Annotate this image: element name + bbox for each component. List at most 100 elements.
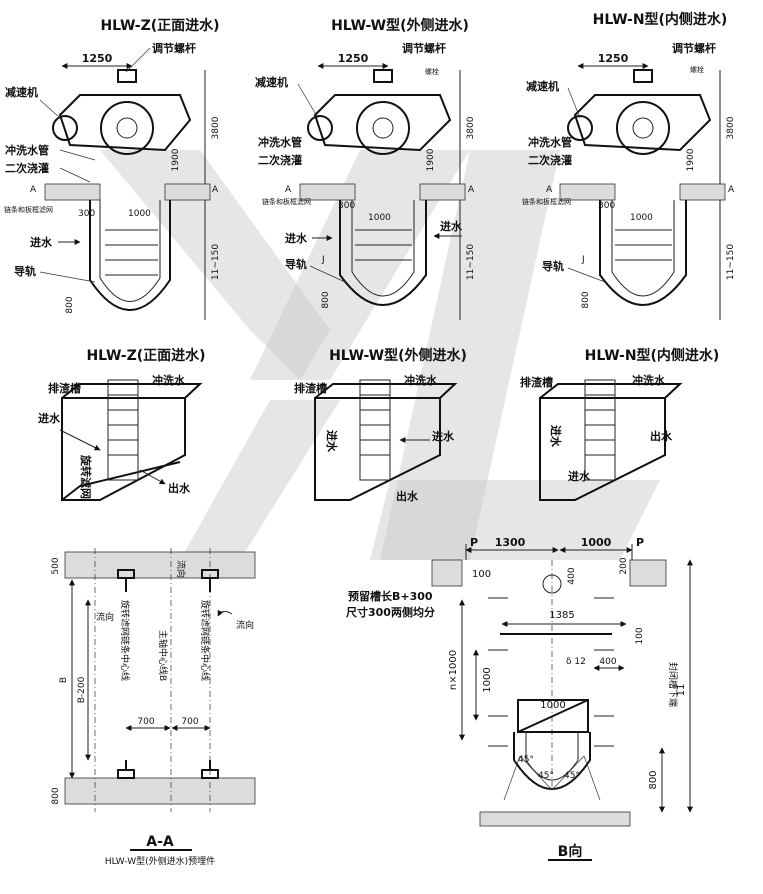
dim-height: 3800 <box>466 116 476 139</box>
flush-pipe-label: 冲洗水管 <box>528 135 572 149</box>
dim-300: 300 <box>338 201 355 211</box>
flush-label: 冲洗水 <box>152 373 186 387</box>
rail-label: 导轨 <box>542 259 564 273</box>
section-a-a: 500 800 B B-200 700 700 流向 流向 流向 旋转滤网链条中… <box>51 548 256 867</box>
dim-1900: 1900 <box>686 148 696 171</box>
chain-label: 链条和板框滤网 <box>4 205 53 214</box>
section-mark-left: A <box>30 185 37 195</box>
rail-label: 导轨 <box>285 257 307 271</box>
dim-b: B <box>59 677 69 683</box>
flow-right: 流向 <box>236 619 254 631</box>
p-right: P <box>636 536 644 549</box>
dim-45-right: 45° <box>564 771 580 781</box>
dim-1385: 1385 <box>549 610 574 621</box>
panel-title: HLW-N型(内侧进水) <box>585 347 720 364</box>
dim-j: J <box>581 255 585 265</box>
flush-pipe-label: 冲洗水管 <box>258 135 302 149</box>
outer-inlet-elevation: HLW-W型(外侧进水) 1250 调节螺杆 螺栓 减速机 冲洗水管 二次浇灌 … <box>255 17 476 320</box>
inlet-right-label: 进水 <box>432 429 455 443</box>
panel-title: HLW-W型(外侧进水) <box>329 347 467 364</box>
dim-n1000: n×1000 <box>448 650 459 690</box>
dim-300: 300 <box>598 201 615 211</box>
dim-400b: 400 <box>599 657 616 667</box>
slag-label: 排渣槽 <box>520 375 553 389</box>
flush-label: 冲洗水 <box>404 373 438 387</box>
dim-11: 11 <box>676 684 687 697</box>
dim-1000-top: 1000 <box>581 536 612 549</box>
main-axis-centerline: 主轴中心线B <box>157 630 169 681</box>
dim-800: 800 <box>581 291 591 308</box>
flow-top: 流向 <box>175 560 187 578</box>
dim-1900: 1900 <box>171 148 181 171</box>
rod-label: 调节螺杆 <box>402 41 446 55</box>
grout-label: 二次浇灌 <box>528 153 572 167</box>
caption: A-A <box>146 834 174 850</box>
dim-800: 800 <box>321 291 331 308</box>
subcaption: HLW-W型(外侧进水)预埋件 <box>105 855 215 867</box>
panel-title: HLW-Z(正面进水) <box>100 17 219 34</box>
panel-title: HLW-N型(内侧进水) <box>593 11 728 28</box>
dim-1000-mid: 1000 <box>482 667 493 692</box>
nut-label: 螺栓 <box>425 67 439 76</box>
inlet-label: 进水 <box>30 235 53 249</box>
dim-top: 1250 <box>598 52 629 65</box>
flow-left: 流向 <box>96 611 114 623</box>
dim-200: 200 <box>619 557 629 574</box>
grout-label: 二次浇灌 <box>5 161 49 175</box>
dim-700-right: 700 <box>181 717 198 727</box>
rail-label: 导轨 <box>14 264 36 278</box>
dim-1000: 1000 <box>128 209 151 219</box>
inner-inlet-isometric: HLW-N型(内侧进水) 排渣槽 冲洗水 出水 进水 进水 <box>520 347 720 501</box>
dim-800: 800 <box>51 787 61 804</box>
dim-1000: 1000 <box>630 213 653 223</box>
reducer-label: 减速机 <box>255 75 288 89</box>
front-inlet-elevation: HLW-Z(正面进水) 1250 调节螺杆 减速机 冲洗水管 二次浇灌 A A … <box>4 17 221 320</box>
view-b: P P 1300 1000 100 400 200 预留槽长B+300 尺寸30… <box>346 536 693 861</box>
dim-j: J <box>321 255 325 265</box>
reducer-label: 减速机 <box>526 79 559 93</box>
note-line-1: 预留槽长B+300 <box>348 589 433 603</box>
dim-700-left: 700 <box>137 717 154 727</box>
nut-label: 螺栓 <box>690 65 704 74</box>
chain-label: 链条和板框滤网 <box>522 197 571 206</box>
dim-100: 100 <box>472 569 491 580</box>
inlet-low-label: 进水 <box>325 430 339 453</box>
watermark <box>100 150 660 560</box>
dim-1300: 1300 <box>495 536 526 549</box>
outlet-right-label: 出水 <box>650 429 673 443</box>
slag-label: 排渣槽 <box>48 381 81 395</box>
anchor-bolt <box>117 569 219 779</box>
dim-b-200: B-200 <box>77 676 87 703</box>
dim-delta: δ 12 <box>566 657 586 667</box>
flush-label: 冲洗水 <box>632 373 666 387</box>
front-inlet-isometric: HLW-Z(正面进水) 排渣槽 冲洗水 进水 旋转滤网 出水 <box>38 347 206 501</box>
dim-top: 1250 <box>82 52 113 65</box>
dim-800: 800 <box>648 770 659 789</box>
chain-centerline-right: 旋转滤网链条中心线 <box>199 600 211 681</box>
dim-1900: 1900 <box>426 148 436 171</box>
dim-1000: 1000 <box>368 213 391 223</box>
dim-500: 500 <box>51 557 61 574</box>
section-mark-right: A <box>468 185 475 195</box>
screen-label: 旋转滤网 <box>79 454 93 499</box>
chain-centerline-left: 旋转滤网链条中心线 <box>119 600 131 681</box>
inlet-left-label: 进水 <box>285 231 308 245</box>
p-left: P <box>470 536 478 549</box>
side-note: 封闭槽下端 <box>667 662 679 707</box>
section-mark-right: A <box>212 185 219 195</box>
outlet-label: 出水 <box>168 481 191 495</box>
dim-1000-box: 1000 <box>540 700 565 711</box>
dim-45-left: 45° <box>518 755 534 765</box>
rod-label: 调节螺杆 <box>672 41 716 55</box>
flush-pipe-label: 冲洗水管 <box>5 143 49 157</box>
caption: B向 <box>558 843 583 860</box>
panel-title: HLW-W型(外侧进水) <box>331 17 469 34</box>
dim-depth: 11~150 <box>466 244 476 280</box>
panel-title: HLW-Z(正面进水) <box>86 347 205 364</box>
grout-label: 二次浇灌 <box>258 153 302 167</box>
inner-inlet-elevation: HLW-N型(内侧进水) 1250 调节螺杆 螺栓 减速机 冲洗水管 二次浇灌 … <box>522 11 736 320</box>
section-mark-right: A <box>728 185 735 195</box>
section-mark-left: A <box>546 185 553 195</box>
dim-height: 3800 <box>211 116 221 139</box>
section-mark-left: A <box>285 185 292 195</box>
